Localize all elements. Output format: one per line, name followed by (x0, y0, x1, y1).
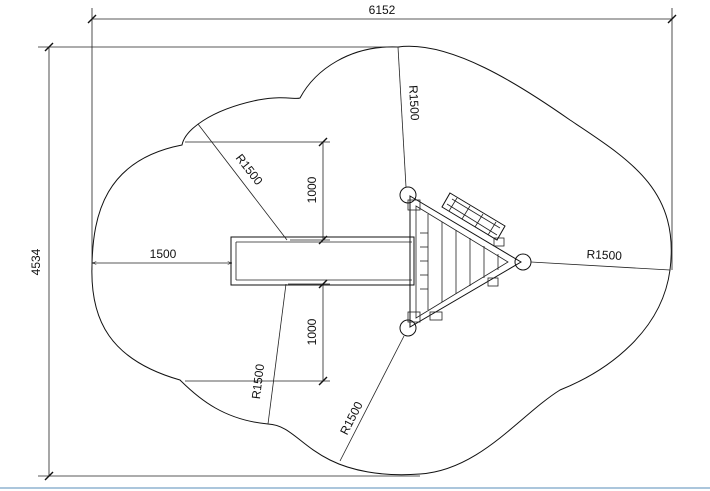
spacing-upper-label: 1000 (305, 176, 319, 203)
post-cap-right (514, 253, 532, 271)
spacing-lower-label: 1000 (305, 318, 319, 345)
upper-tick-top (318, 137, 328, 147)
lower-tick-bottom (318, 376, 328, 386)
offset-left-label: 1500 (150, 247, 177, 261)
radius-leader-top (397, 46, 407, 188)
safety-zone-outline (91, 45, 672, 476)
climbing-ladder (441, 192, 506, 241)
radius-leader-lower-left (267, 283, 287, 425)
overall-height-label: 4534 (29, 248, 43, 275)
radius-label-upper-left: R1500 (233, 151, 266, 188)
lower-tick-top (318, 279, 328, 289)
slide-chute (230, 236, 415, 286)
width-tick-right (667, 14, 677, 24)
post-cap-bottom (399, 319, 417, 337)
radius-leader-right (530, 261, 671, 271)
post-cap-top (399, 186, 417, 204)
radius-leader-bottom (339, 335, 405, 462)
radius-leader-upper-left (197, 123, 288, 241)
overall-width-label: 6152 (369, 3, 396, 17)
radius-label-right: R1500 (586, 247, 622, 263)
height-tick-top (44, 42, 54, 52)
radius-label-bottom: R1500 (337, 399, 366, 437)
radius-label-top: R1500 (406, 85, 422, 121)
height-tick-bottom (44, 471, 54, 481)
radius-label-lower-left: R1500 (249, 363, 267, 400)
width-tick-left (87, 14, 97, 24)
